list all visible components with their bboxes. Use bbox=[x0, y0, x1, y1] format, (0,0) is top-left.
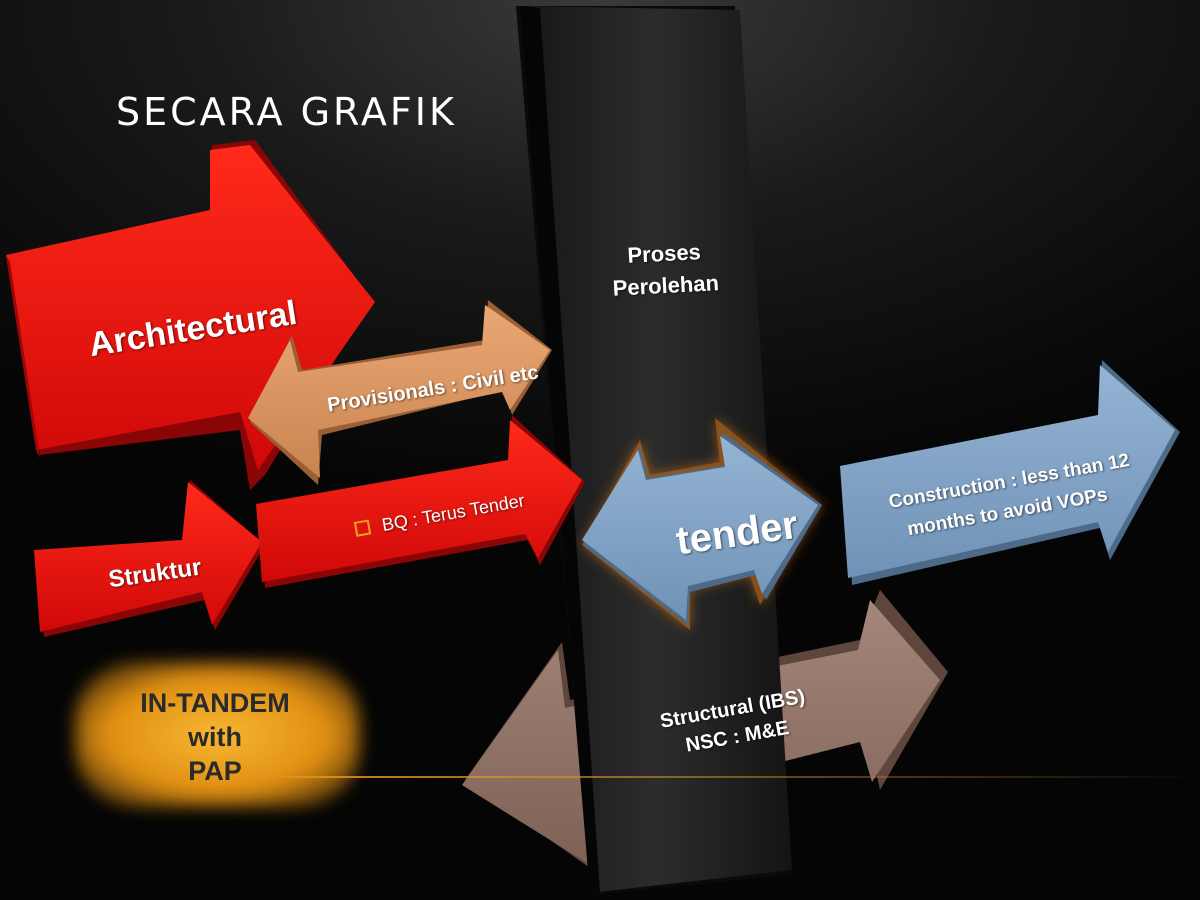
pillar-label: Proses Perolehan bbox=[598, 235, 731, 306]
tender-arrow bbox=[582, 418, 822, 630]
tandem-line2: with bbox=[188, 722, 242, 752]
tandem-line3: PAP bbox=[188, 756, 242, 786]
provisionals-arrow bbox=[248, 300, 552, 485]
procurement-pillar bbox=[516, 6, 792, 895]
checkbox-bullet-icon bbox=[354, 519, 372, 537]
pillar-label-line2: Perolehan bbox=[612, 270, 720, 301]
bq-arrow bbox=[256, 415, 585, 588]
pillar-label-line1: Proses bbox=[626, 239, 702, 268]
slide-title: SECARA GRAFIK bbox=[116, 90, 457, 134]
horizon-line bbox=[280, 776, 1200, 778]
tandem-label: IN-TANDEM with PAP bbox=[100, 686, 330, 788]
struktur-arrow bbox=[34, 480, 265, 637]
tandem-line1: IN-TANDEM bbox=[140, 688, 290, 718]
tandem-glow bbox=[75, 662, 360, 807]
construction-arrow bbox=[840, 360, 1180, 585]
